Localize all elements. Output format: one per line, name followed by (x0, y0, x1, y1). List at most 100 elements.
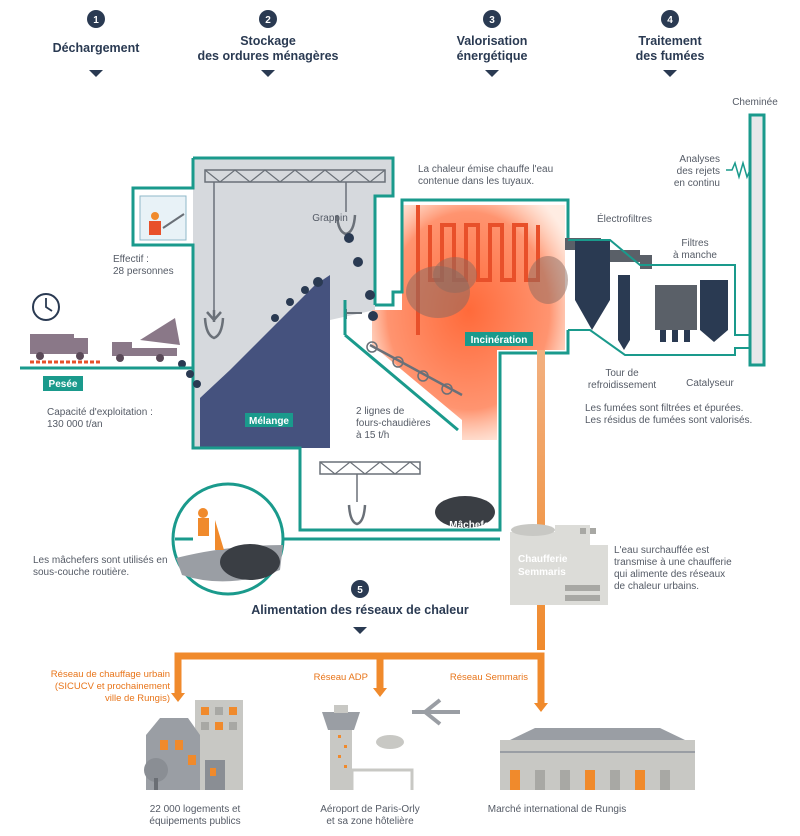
label-lignes-3: à 15 t/h (356, 430, 389, 441)
machefer-bay: Mâchefers (319, 461, 499, 531)
arrow-marche-icon (534, 703, 548, 712)
storage-bunker: Grappin Mélange (131, 156, 395, 478)
label-analyses-1: Analyses (679, 154, 720, 165)
label-chaufferie-2: Semmaris (518, 567, 566, 578)
label-analyses-2: des rejets (677, 166, 720, 177)
label-aeroport-1: Aéroport de Paris-Orly (320, 804, 419, 815)
tree-icon (144, 758, 168, 782)
label-analyses-3: en continu (674, 178, 720, 189)
step-3-title-line1: Valorisation (457, 34, 528, 48)
unloading-area: Pesée Capacité d'exploitation : 130 000 … (20, 293, 201, 430)
boiler-tubes (416, 205, 540, 335)
label-reseau-adp: Réseau ADP (314, 672, 368, 683)
plane-icon (412, 698, 460, 726)
step-5-number: 5 (357, 585, 363, 596)
label-chaufferie-1: Chaufferie (518, 554, 568, 565)
step-5-badge (351, 580, 369, 598)
step-2-badge (259, 10, 277, 28)
control-tower (330, 730, 352, 790)
step-3-header: 3 Valorisation énergétique (457, 10, 528, 77)
label-capacite-2: 130 000 t/an (47, 419, 103, 430)
furnace: Incinération La chaleur émise chauffe l'… (298, 164, 570, 532)
label-eau-1: L'eau surchauffée est (614, 545, 709, 556)
label-machefers-note-2: sous-couche routière. (33, 567, 129, 578)
label-capacite-1: Capacité d'exploitation : (47, 407, 153, 418)
label-machefers: Mâchefers (449, 520, 499, 531)
step-1-number: 1 (93, 15, 99, 26)
step-5-arrow-icon (353, 627, 367, 634)
catalyseur-unit (700, 280, 728, 342)
step-1-header: 1 Déchargement (53, 10, 140, 77)
step-1-arrow-icon (89, 70, 103, 77)
step-4-title-line1: Traitement (638, 34, 702, 48)
label-aeroport-2: et sa zone hôtelière (326, 816, 414, 827)
label-effectif-2: 28 personnes (113, 266, 174, 277)
worker-icon (198, 518, 209, 536)
cooling-tower (618, 275, 630, 350)
step-3-number: 3 (489, 15, 495, 26)
step-2-arrow-icon (261, 70, 275, 77)
label-reseau-semmaris: Réseau Semmaris (450, 672, 528, 683)
analysis-wave-icon (726, 160, 751, 180)
step-3-badge (483, 10, 501, 28)
step-5-title: Alimentation des réseaux de chaleur (251, 603, 469, 617)
label-lignes-1: 2 lignes de (356, 406, 405, 417)
arrow-logements-icon (171, 693, 185, 702)
label-grappin: Grappin (312, 213, 348, 224)
label-logements-2: équipements publics (149, 816, 240, 827)
chaufferie-building (510, 525, 608, 605)
label-fumees-2: Les résidus de fumées sont valorisés. (585, 415, 752, 426)
step-2-title-line1: Stockage (240, 34, 296, 48)
step-3-arrow-icon (485, 70, 499, 77)
label-effectif-1: Effectif : (113, 254, 149, 265)
step-4-number: 4 (667, 15, 673, 26)
label-machefers-note-1: Les mâchefers sont utilisés en (33, 555, 168, 566)
step-4-header: 4 Traitement des fumées (636, 10, 704, 77)
step-2-title-line2: des ordures ménagères (197, 49, 338, 63)
label-fumees-1: Les fumées sont filtrées et épurées. (585, 403, 743, 414)
step-1-badge (87, 10, 105, 28)
road-circle: Les mâchefers sont utilisés en sous-couc… (33, 482, 285, 596)
truck-2-bin (140, 318, 180, 345)
label-catalyseur: Catalyseur (686, 378, 734, 389)
label-marche: Marché international de Rungis (488, 804, 626, 815)
label-lignes-2: fours-chaudières (356, 418, 430, 429)
melange-tag (245, 413, 293, 427)
arrow-aeroport-icon (373, 688, 387, 697)
airport-illustration: Aéroport de Paris-Orly et sa zone hôteli… (320, 698, 460, 827)
truck-1 (30, 334, 74, 354)
label-logements-1: 22 000 logements et (150, 804, 241, 815)
grappin-idle-icon (203, 310, 225, 340)
step-3-title-line2: énergétique (457, 49, 528, 63)
incineration-tag (465, 332, 533, 346)
filter-bag-unit (655, 285, 697, 330)
market-illustration: Marché international de Rungis (488, 728, 695, 815)
hot-water-network: Chaufferie Semmaris L'eau surchauffée es… (51, 350, 732, 712)
label-electrofiltres: Électrofiltres (597, 212, 652, 225)
label-reseau-urbain-3: ville de Rungis) (105, 693, 170, 704)
label-incineration: Incinération (471, 335, 528, 346)
step-4-arrow-icon (663, 70, 677, 77)
step-2-header: 2 Stockage des ordures ménagères (197, 10, 339, 77)
label-filtres-2: à manche (673, 250, 717, 261)
step-4-badge (661, 10, 679, 28)
label-eau-4: de chaleur urbains. (614, 581, 699, 592)
market-roof (510, 728, 685, 740)
traffic-cone-icon (215, 520, 224, 550)
step-5-header: 5 Alimentation des réseaux de chaleur (251, 580, 469, 634)
label-chaleur-1: La chaleur émise chauffe l'eau (418, 164, 553, 175)
pesee-tag (43, 376, 83, 391)
label-chaleur-2: contenue dans les tuyaux. (418, 176, 534, 187)
label-reseau-urbain-2: (SICUCV et prochainement (55, 681, 170, 692)
flue-gas-treatment: Électrofiltres Filtres à manche Tour de … (565, 212, 752, 426)
chimney: Cheminée Analyses des rejets en continu (674, 97, 778, 367)
step-2-number: 2 (265, 15, 271, 26)
label-melange: Mélange (249, 416, 289, 427)
label-eau-2: transmise à une chaufferie (614, 557, 732, 568)
label-filtres-1: Filtres (681, 238, 708, 249)
waste-pile (200, 275, 330, 448)
label-pesee: Pesée (49, 379, 78, 390)
truck-2 (112, 342, 132, 356)
machefer-grappin-icon (347, 504, 367, 526)
